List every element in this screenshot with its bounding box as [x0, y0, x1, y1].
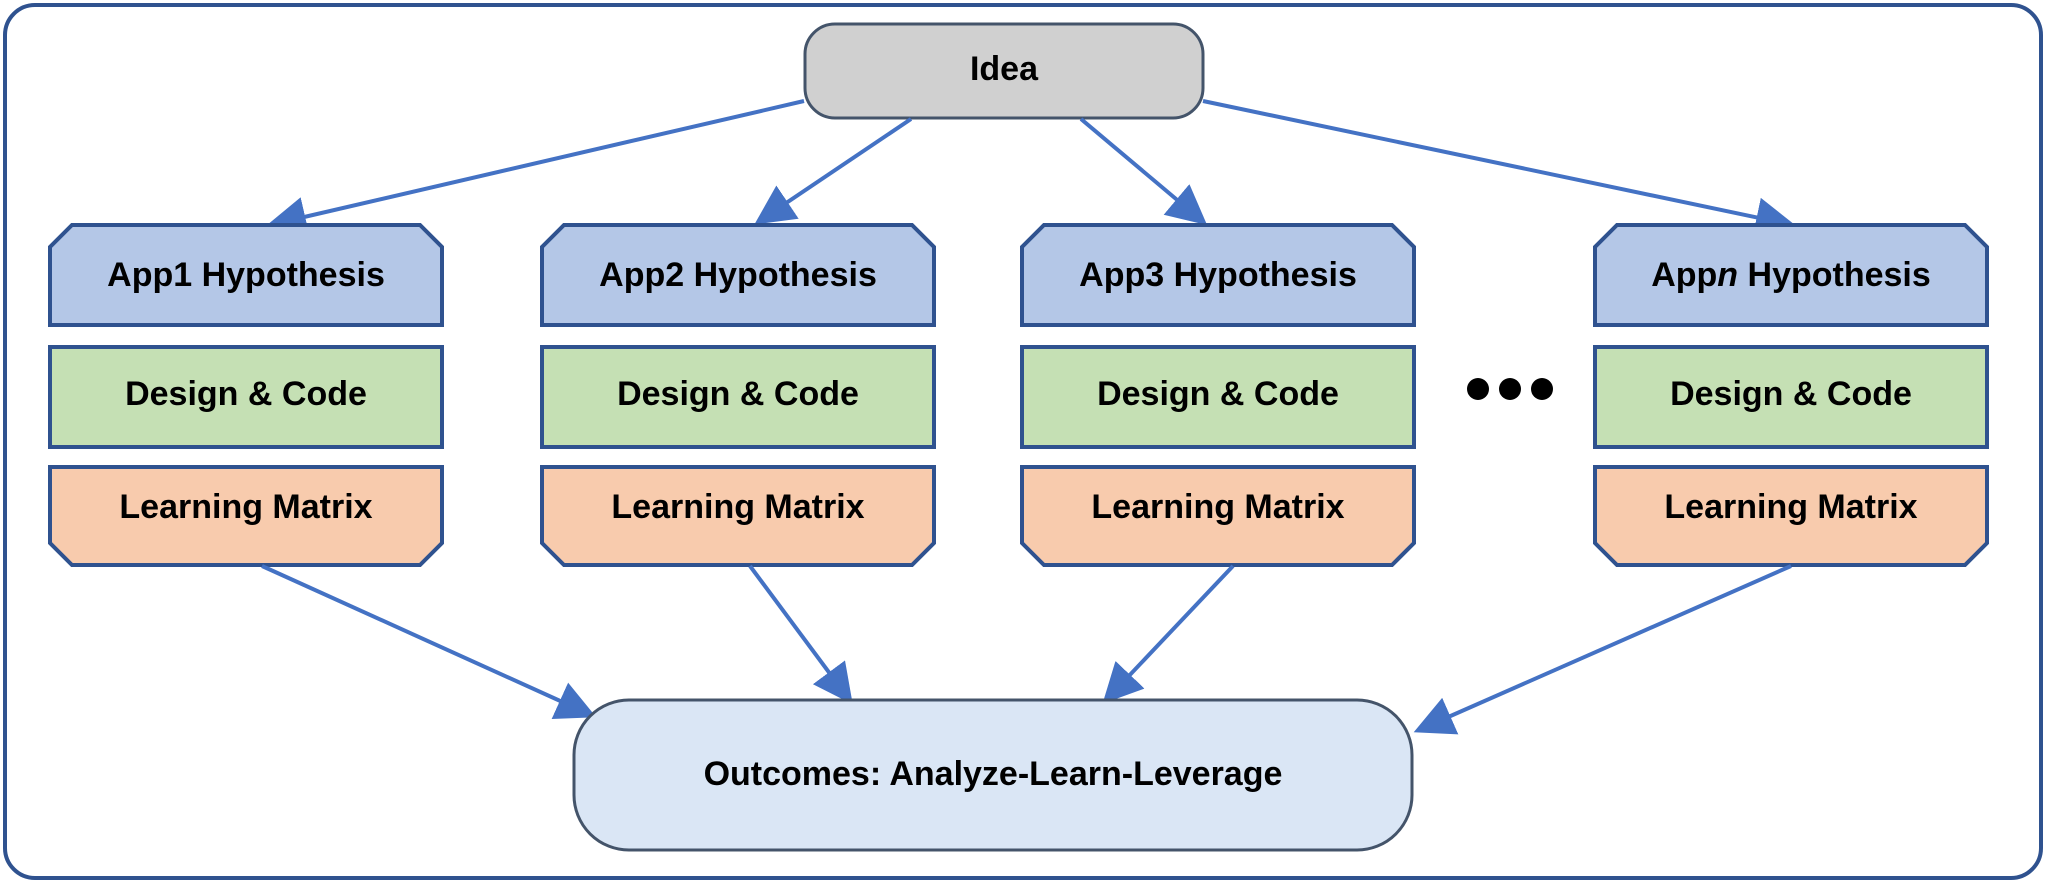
hypothesis-box-app2: [540, 223, 936, 327]
design-code-label-app2: Design & Code: [617, 375, 859, 413]
column-appn: Appn Hypothesis Design & Code Learning M…: [1593, 223, 1989, 567]
learning-matrix-label-app2: Learning Matrix: [611, 488, 864, 526]
arrow-app1-to-outcomes: [261, 564, 597, 720]
hypothesis-label-app3: App3 Hypothesis: [1079, 256, 1357, 294]
design-code-box-app3: [1020, 345, 1416, 449]
arrow-idea-to-app3: [1079, 117, 1208, 226]
hypothesis-box-app3: [1020, 223, 1416, 327]
learning-matrix-box-app3: [1020, 465, 1416, 567]
column-app3: App3 Hypothesis Design & Code Learning M…: [1020, 223, 1416, 567]
learning-matrix-label-app3: Learning Matrix: [1091, 488, 1344, 526]
learning-matrix-box-app1: [48, 465, 444, 567]
design-code-box-app1: [48, 345, 444, 449]
hypothesis-box-appn: [1593, 223, 1989, 327]
hypothesis-box-app1: [48, 223, 444, 327]
column-app2: App2 Hypothesis Design & Code Learning M…: [540, 223, 936, 567]
hypothesis-label-appn: Appn Hypothesis: [1651, 256, 1931, 294]
ellipsis-dot: [1531, 378, 1553, 400]
learning-matrix-box-appn: [1593, 465, 1989, 567]
learning-matrix-label-app1: Learning Matrix: [119, 488, 372, 526]
hypothesis-label-app2: App2 Hypothesis: [599, 256, 877, 294]
design-code-box-app2: [540, 345, 936, 449]
design-code-label-app1: Design & Code: [125, 375, 367, 413]
outcome-arrows: [261, 564, 1792, 735]
arrow-idea-to-appn: [1202, 99, 1796, 237]
idea-label: Idea: [970, 50, 1039, 88]
arrow-app2-to-outcomes: [748, 564, 853, 705]
arrow-idea-to-app2: [754, 117, 913, 225]
idea-node: Idea: [803, 22, 1205, 120]
outcomes-label: Outcomes: Analyze-Learn-Leverage: [704, 755, 1283, 793]
arrow-idea-to-app1: [266, 99, 805, 237]
learning-matrix-label-appn: Learning Matrix: [1664, 488, 1917, 526]
hypothesis-label-app1: App1 Hypothesis: [107, 256, 385, 294]
arrow-app3-to-outcomes: [1102, 564, 1235, 704]
column-app1: App1 Hypothesis Design & Code Learning M…: [48, 223, 444, 567]
ellipsis-dots: [1467, 378, 1553, 400]
design-code-label-appn: Design & Code: [1670, 375, 1912, 413]
design-code-box-appn: [1593, 345, 1989, 449]
design-code-label-app3: Design & Code: [1097, 375, 1339, 413]
learning-matrix-box-app2: [540, 465, 936, 567]
idea-arrows: [266, 99, 1796, 237]
ellipsis-dot: [1467, 378, 1489, 400]
outcomes-node: Outcomes: Analyze-Learn-Leverage: [572, 698, 1414, 852]
ellipsis-dot: [1499, 378, 1521, 400]
arrow-appn-to-outcomes: [1413, 564, 1792, 735]
